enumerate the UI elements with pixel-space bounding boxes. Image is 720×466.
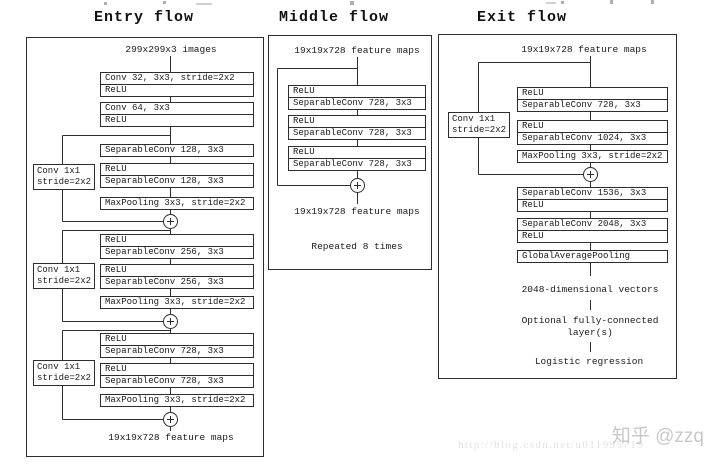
layer-row: SeparableConv 128, 3x3 [100,175,254,188]
layer-row: SeparableConv 128, 3x3 [100,144,254,157]
layer-row: SeparableConv 1024, 3x3 [517,132,668,145]
layer-row: ReLU [517,199,668,212]
exit-sepconv1536-relu-box: SeparableConv 1536, 3x3 ReLU [517,187,668,212]
entry-maxpool-2-box: MaxPooling 3x3, stride=2x2 [100,296,254,309]
layer-row: ReLU [100,84,254,97]
csdn-url-watermark: http://blog.csdn.net/u011995719 [458,439,644,451]
skip-label-line: stride=2x2 [37,373,92,383]
exit-vector-label: 2048-dimensional vectors [521,284,659,295]
skip-label-line: stride=2x2 [452,125,507,135]
exit-maxpool-box: MaxPooling 3x3, stride=2x2 [517,150,668,163]
exit-fc-label-line1: Optional fully-connected [521,315,659,326]
middle-relu-sepconv728-box-3: ReLU SeparableConv 728, 3x3 [288,146,426,171]
layer-row: SeparableConv 2048, 3x3 [517,218,668,231]
layer-row: SeparableConv 256, 3x3 [100,246,254,259]
skip-label-line: Conv 1x1 [37,265,81,275]
entry-skip-conv1x1-box-1: Conv 1x1 stride=2x2 [33,164,95,190]
entry-maxpool-3-box: MaxPooling 3x3, stride=2x2 [100,394,254,407]
cropped-text-remnant [104,2,107,5]
layer-row: GlobalAveragePooling [517,250,668,263]
exit-input-label: 19x19x728 feature maps [521,44,647,55]
entry-sepconv128-box: SeparableConv 128, 3x3 [100,144,254,157]
entry-relu-sepconv128-box: ReLU SeparableConv 128, 3x3 [100,163,254,188]
layer-row: MaxPooling 3x3, stride=2x2 [517,150,668,163]
cropped-text-remnant [163,1,166,4]
entry-flow-container [26,37,264,457]
skip-label-line: Conv 1x1 [37,166,81,176]
skip-label-line: Conv 1x1 [452,114,496,124]
entry-relu-sepconv256-box-2: ReLU SeparableConv 256, 3x3 [100,264,254,289]
exit-relu-sepconv728-box: ReLU SeparableConv 728, 3x3 [517,87,668,112]
layer-row: SeparableConv 728, 3x3 [517,99,668,112]
layer-row: MaxPooling 3x3, stride=2x2 [100,197,254,210]
exit-output-label: Logistic regression [534,356,644,367]
layer-row: MaxPooling 3x3, stride=2x2 [100,394,254,407]
exit-fc-label-line2: layer(s) [567,327,613,338]
middle-output-label: 19x19x728 feature maps [294,206,420,217]
exit-flow-title: Exit flow [476,9,568,26]
cropped-text-remnant [546,2,556,4]
skip-label-line: stride=2x2 [37,177,92,187]
layer-row: SeparableConv 728, 3x3 [288,97,426,110]
cropped-text-remnant [651,0,654,4]
exit-relu-sepconv1024-box: ReLU SeparableConv 1024, 3x3 [517,120,668,145]
layer-row: ReLU [100,114,254,127]
exit-flow-container [438,34,677,379]
skip-label-line: stride=2x2 [37,276,92,286]
exit-skip-conv1x1-box: Conv 1x1 stride=2x2 [448,112,510,138]
cropped-text-remnant [350,1,354,5]
middle-repeat-label: Repeated 8 times [311,241,403,252]
middle-relu-sepconv728-box-2: ReLU SeparableConv 728, 3x3 [288,115,426,140]
cropped-text-remnant [196,3,212,5]
layer-row: Conv 32, 3x3, stride=2x2 [100,72,254,85]
cropped-text-remnant [561,1,564,4]
entry-maxpool-1-box: MaxPooling 3x3, stride=2x2 [100,197,254,210]
layer-row: SeparableConv 728, 3x3 [100,345,254,358]
entry-flow-title: Entry flow [93,9,195,26]
entry-conv32-box: Conv 32, 3x3, stride=2x2 ReLU [100,72,254,97]
entry-skip-conv1x1-box-3: Conv 1x1 stride=2x2 [33,360,95,386]
exit-sepconv2048-relu-box: SeparableConv 2048, 3x3 ReLU [517,218,668,243]
skip-label-line: Conv 1x1 [37,362,81,372]
layer-row: MaxPooling 3x3, stride=2x2 [100,296,254,309]
entry-conv64-box: Conv 64, 3x3 ReLU [100,102,254,127]
middle-flow-container [268,35,432,270]
middle-relu-sepconv728-box-1: ReLU SeparableConv 728, 3x3 [288,85,426,110]
middle-input-label: 19x19x728 feature maps [294,45,420,56]
layer-row: ReLU [517,230,668,243]
entry-skip-conv1x1-box-2: Conv 1x1 stride=2x2 [33,263,95,289]
exit-globalavgpool-box: GlobalAveragePooling [517,250,668,263]
layer-row: SeparableConv 728, 3x3 [288,127,426,140]
zhihu-watermark: 知乎 @zzq [611,426,704,447]
entry-relu-sepconv256-box-1: ReLU SeparableConv 256, 3x3 [100,234,254,259]
layer-row: SeparableConv 1536, 3x3 [517,187,668,200]
layer-row: SeparableConv 728, 3x3 [100,375,254,388]
entry-relu-sepconv728-box-2: ReLU SeparableConv 728, 3x3 [100,363,254,388]
entry-relu-sepconv728-box-1: ReLU SeparableConv 728, 3x3 [100,333,254,358]
entry-output-label: 19x19x728 feature maps [108,432,234,443]
entry-input-label: 299x299x3 images [125,44,217,55]
middle-flow-title: Middle flow [278,9,390,26]
exit-fc-label: Optional fully-connected layer(s) [522,315,659,339]
cropped-text-remnant [610,0,613,4]
layer-row: SeparableConv 728, 3x3 [288,158,426,171]
layer-row: SeparableConv 256, 3x3 [100,276,254,289]
